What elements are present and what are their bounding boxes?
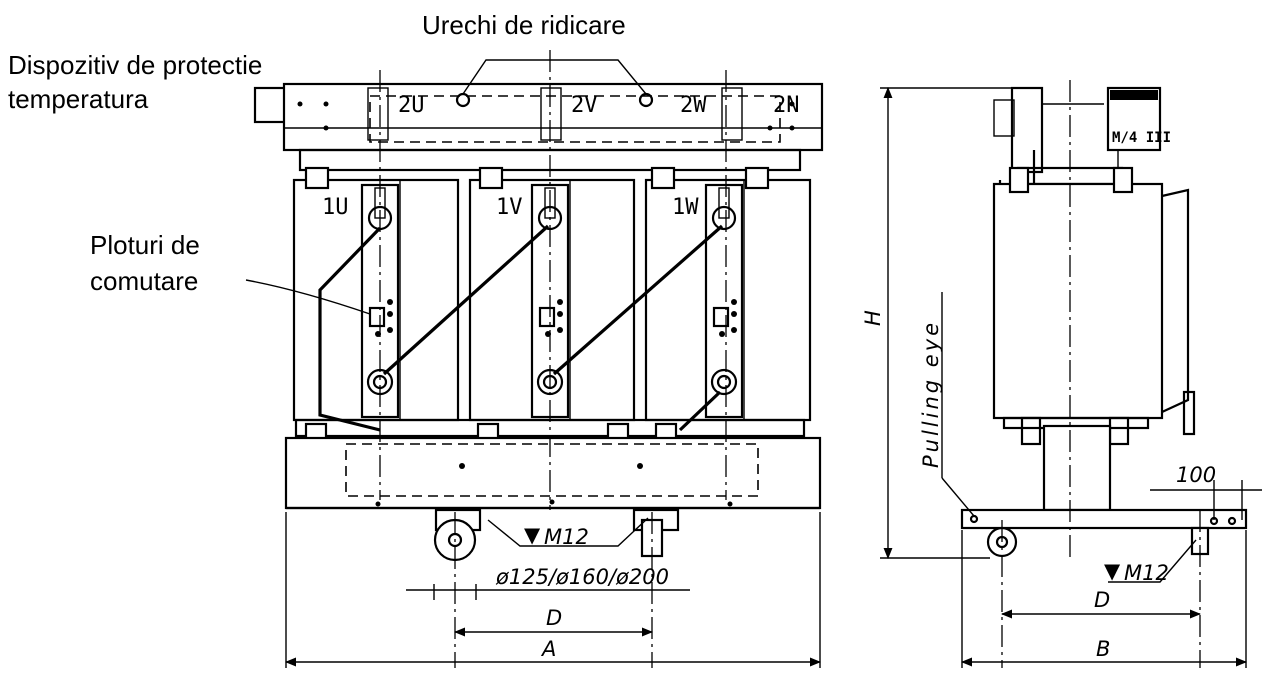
wheel-left xyxy=(433,508,482,562)
terminal-2u: 2U xyxy=(398,93,425,118)
dim-side-offset: 100 xyxy=(1176,463,1216,487)
lv-terminal-bars xyxy=(367,87,743,141)
svg-text:M/4 III: M/4 III xyxy=(1112,130,1171,146)
dim-wheel-distance-front: D xyxy=(546,606,562,630)
dim-side-bolt: M12 xyxy=(1124,561,1169,585)
top-yoke xyxy=(282,82,824,152)
tap-changer-plates xyxy=(368,299,737,337)
terminal-1w: 1W xyxy=(672,195,699,220)
terminal-1u: 1U xyxy=(322,195,349,220)
terminal-1v: 1V xyxy=(496,195,523,220)
coil-v xyxy=(468,178,636,422)
dim-side-bolt-prefix: ▼ xyxy=(1104,559,1121,583)
dim-pulling-eye: Pulling eye xyxy=(919,320,943,468)
front-view: 2U 2V 2W 2N 1U 1V 1W xyxy=(253,50,824,668)
callout-temp-protection-line1: Dispozitiv de protectie xyxy=(8,50,262,80)
dim-height: H xyxy=(861,310,885,326)
coil-clamps xyxy=(304,166,770,190)
delta-connections xyxy=(318,224,724,432)
wheel-right xyxy=(632,508,680,558)
side-base xyxy=(960,508,1248,530)
callouts: Urechi de ridicare Dispozitiv de protect… xyxy=(8,10,647,315)
callout-tap-plates-line1: Ploturi de xyxy=(90,230,200,260)
terminal-2n: 2N xyxy=(773,93,800,118)
dim-wheel-diameters: ø125/ø160/ø200 xyxy=(495,565,669,589)
terminal-2v: 2V xyxy=(571,93,598,118)
callout-temp-protection-line2: temperatura xyxy=(8,84,149,114)
side-view: M/4 III H Pullin xyxy=(861,80,1262,668)
yoke-bolts xyxy=(297,101,795,131)
dim-wheel-distance-side: D xyxy=(1094,588,1110,612)
dim-overall-width: B xyxy=(1096,637,1110,661)
coil-w xyxy=(644,178,812,422)
dim-front-bolt-prefix: ▼ xyxy=(524,523,541,547)
dim-front-bolt: M12 xyxy=(544,525,589,549)
terminal-2w: 2W xyxy=(680,93,707,118)
callout-tap-plates-line2: comutare xyxy=(90,266,198,296)
dim-overall-length: A xyxy=(540,637,556,661)
callout-lifting-lugs: Urechi de ridicare xyxy=(422,10,626,40)
base-frame xyxy=(284,436,822,510)
side-coil xyxy=(992,182,1164,420)
